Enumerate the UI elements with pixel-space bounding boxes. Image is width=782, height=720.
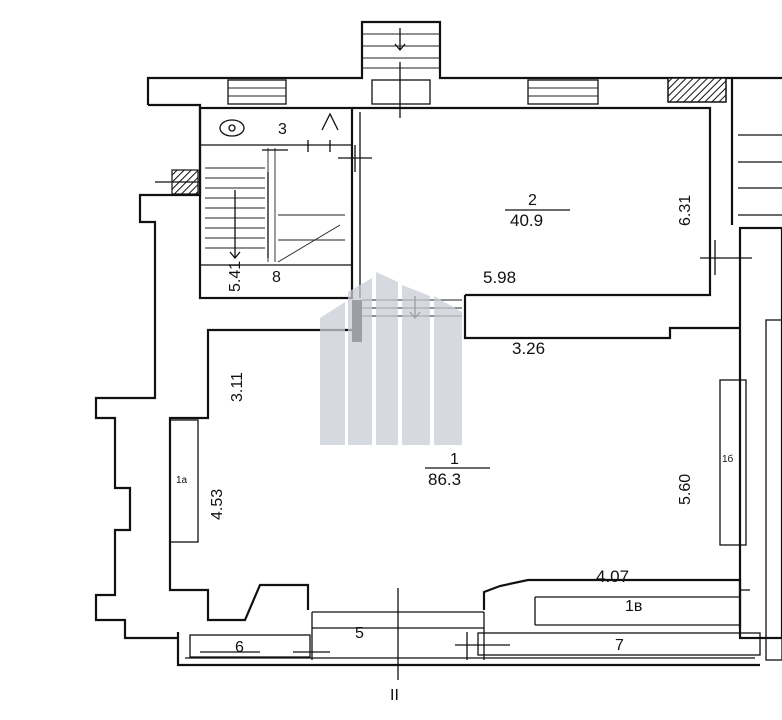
room-1a-label: 1а bbox=[176, 475, 188, 486]
bottom-rooms bbox=[189, 588, 761, 680]
room-1-walls bbox=[168, 295, 750, 628]
dimension-6-31: 6.31 bbox=[677, 195, 694, 226]
room-6-label: 6 bbox=[235, 639, 244, 656]
dimension-4-07: 4.07 bbox=[596, 567, 629, 586]
room-8-label: 8 bbox=[272, 269, 281, 286]
dimension-4-53: 4.53 bbox=[209, 489, 226, 520]
top-windows bbox=[227, 77, 727, 105]
room-2-number: 2 bbox=[528, 192, 537, 209]
dimension-5-41: 5.41 bbox=[227, 261, 244, 292]
room-1b-label: 1б bbox=[722, 453, 734, 465]
room-1-area: 86.3 bbox=[428, 470, 461, 489]
room-7-label: 7 bbox=[615, 637, 624, 654]
dimension-5-60: 5.60 bbox=[677, 474, 694, 505]
stair-block bbox=[155, 106, 372, 300]
room-1-number: 1 bbox=[450, 451, 459, 468]
room-3-label: 3 bbox=[278, 121, 287, 138]
room-1v-label: 1в bbox=[625, 598, 642, 615]
room-2-walls bbox=[352, 106, 752, 298]
dimension-3-11: 3.11 bbox=[229, 372, 246, 402]
outer-walls bbox=[94, 20, 782, 667]
watermark-logo bbox=[320, 272, 462, 445]
room-5-label: 5 bbox=[355, 625, 364, 642]
section-mark: II bbox=[390, 687, 399, 704]
right-side-structure bbox=[719, 78, 782, 661]
dimension-5-98: 5.98 bbox=[483, 268, 516, 287]
room-2-area: 40.9 bbox=[510, 211, 543, 230]
dimension-3-26: 3.26 bbox=[512, 339, 545, 358]
